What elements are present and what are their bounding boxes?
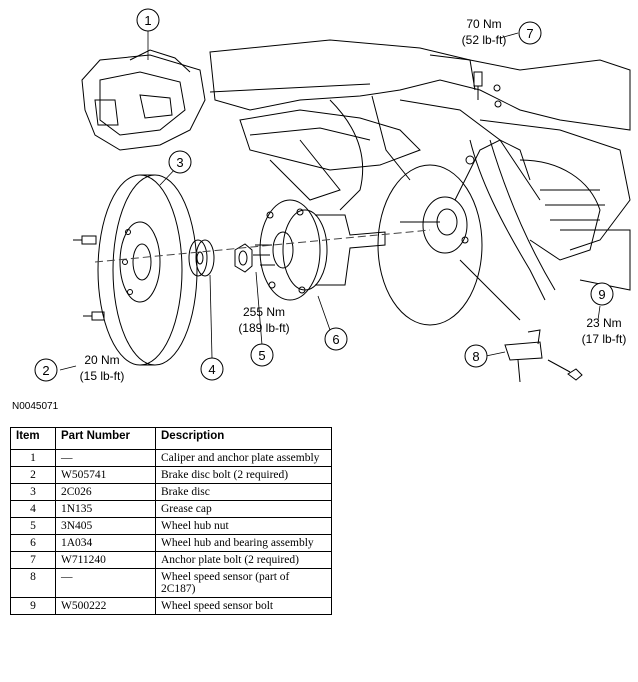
cell-item: 9 — [10, 597, 56, 615]
torque-7-lbft: (52 lb-ft) — [462, 33, 507, 47]
cell-item: 3 — [10, 483, 56, 501]
caliper-assembly — [81, 49, 371, 151]
callout-8: 8 — [472, 349, 479, 364]
torque-5-nm: 255 Nm — [243, 305, 285, 319]
header-item: Item — [10, 427, 56, 450]
torque-9-lbft: (17 lb-ft) — [582, 332, 627, 346]
wheel-hub-nut — [234, 243, 253, 273]
cell-description: Brake disc — [155, 483, 332, 501]
brake-disc-bolts — [73, 235, 105, 321]
table-row: 4 1N135 Grease cap — [10, 500, 332, 518]
cell-item: 7 — [10, 551, 56, 569]
table-header-row: Item Part Number Description — [10, 427, 332, 450]
table-row: 6 1A034 Wheel hub and bearing assembly — [10, 534, 332, 552]
callout-1: 1 — [144, 13, 151, 28]
assembly-centerline — [94, 229, 431, 263]
grease-cap — [188, 239, 215, 277]
cell-item: 8 — [10, 568, 56, 598]
anchor-plate-bolt — [473, 71, 502, 108]
cell-description: Grease cap — [155, 500, 332, 518]
cell-part-number: W505741 — [55, 466, 156, 484]
cell-description: Wheel hub nut — [155, 517, 332, 535]
torque-5-lbft: (189 lb-ft) — [238, 321, 289, 335]
cell-part-number: W711240 — [55, 551, 156, 569]
wheel-speed-sensor-bolt — [547, 359, 583, 381]
cell-part-number: 1N135 — [55, 500, 156, 518]
leader-lines — [59, 30, 601, 371]
cell-part-number: W500222 — [55, 597, 156, 615]
wheel-speed-sensor — [504, 329, 543, 383]
cell-part-number: 1A034 — [55, 534, 156, 552]
table-row: 2 W505741 Brake disc bolt (2 required) — [10, 466, 332, 484]
header-description: Description — [155, 427, 332, 450]
parts-table: Item Part Number Description 1 — Caliper… — [10, 427, 332, 615]
callout-3: 3 — [176, 155, 183, 170]
table-row: 1 — Caliper and anchor plate assembly — [10, 449, 332, 467]
callout-7: 7 — [526, 26, 533, 41]
callout-9: 9 — [598, 287, 605, 302]
cell-item: 1 — [10, 449, 56, 467]
cell-part-number: 3N405 — [55, 517, 156, 535]
torque-7-nm: 70 Nm — [466, 17, 501, 31]
table-row: 5 3N405 Wheel hub nut — [10, 517, 332, 535]
cell-description: Anchor plate bolt (2 required) — [155, 551, 332, 569]
cell-part-number: — — [55, 568, 156, 598]
callout-5: 5 — [258, 348, 265, 363]
callout-6: 6 — [332, 332, 339, 347]
cell-item: 4 — [10, 500, 56, 518]
cell-description: Caliper and anchor plate assembly — [155, 449, 332, 467]
cell-description: Wheel speed sensor bolt — [155, 597, 332, 615]
torque-2-nm: 20 Nm — [84, 353, 119, 367]
callout-circles — [34, 8, 614, 382]
wheel-hub-and-bearing — [253, 199, 386, 301]
cell-description: Brake disc bolt (2 required) — [155, 466, 332, 484]
cell-item: 2 — [10, 466, 56, 484]
table-row: 8 — Wheel speed sensor (part of 2C187) — [10, 568, 332, 598]
cell-description: Wheel hub and bearing assembly — [155, 534, 332, 552]
brake-disc — [97, 174, 198, 366]
header-part-number: Part Number — [55, 427, 156, 450]
cell-item: 5 — [10, 517, 56, 535]
cell-item: 6 — [10, 534, 56, 552]
torque-9-nm: 23 Nm — [586, 316, 621, 330]
cell-part-number: 2C026 — [55, 483, 156, 501]
exploded-view-diagram: 1 2 3 4 5 6 7 8 9 20 Nm (15 lb-ft) 255 N… — [34, 8, 631, 383]
table-row: 9 W500222 Wheel speed sensor bolt — [10, 597, 332, 615]
callout-2: 2 — [42, 363, 49, 378]
knuckle-and-splash-shield — [377, 139, 531, 326]
subframe-structure — [209, 39, 631, 301]
table-row: 7 W711240 Anchor plate bolt (2 required) — [10, 551, 332, 569]
callout-4: 4 — [208, 362, 215, 377]
table-row: 3 2C026 Brake disc — [10, 483, 332, 501]
figure-id: N0045071 — [12, 401, 59, 412]
cell-description: Wheel speed sensor (part of 2C187) — [155, 568, 332, 598]
cell-part-number: — — [55, 449, 156, 467]
torque-2-lbft: (15 lb-ft) — [80, 369, 125, 383]
